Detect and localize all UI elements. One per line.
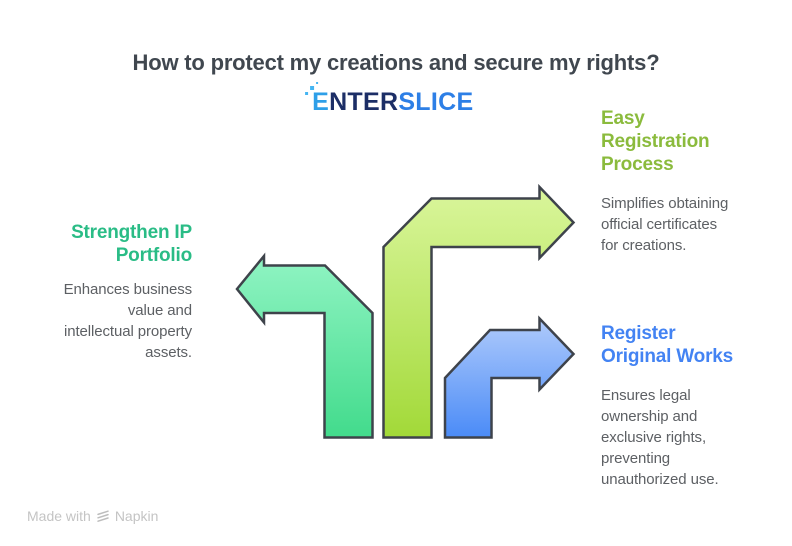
item-strengthen-ip-portfolio: Strengthen IP Portfolio Enhances busines…: [63, 221, 193, 363]
logo-pixel-accent: [305, 92, 309, 95]
item-heading: Strengthen IP Portfolio: [71, 222, 192, 266]
arrow-easy-registration: [382, 183, 576, 439]
item-body: Ensures legal ownership and exclusive ri…: [601, 387, 719, 488]
arrow-register-works: [443, 315, 576, 439]
napkin-brand-label: Napkin: [114, 508, 159, 524]
item-heading: Register Original Works: [601, 323, 733, 367]
item-easy-registration-process: Easy Registration Process Simplifies obt…: [601, 107, 728, 256]
made-with-napkin: Made with Napkin: [27, 508, 158, 524]
arrow-strengthen-ip: [235, 252, 374, 439]
logo-text-nter: NTER: [329, 88, 399, 116]
page-title: How to protect my creations and secure m…: [132, 50, 660, 75]
item-body: Simplifies obtaining official certificat…: [601, 195, 729, 254]
logo-pixel-accent: [310, 86, 315, 90]
logo-text-e: E: [312, 88, 330, 116]
logo-pixel-accent: [316, 82, 319, 84]
item-body: Enhances business value and intellectual…: [63, 281, 192, 361]
item-heading: Easy Registration Process: [601, 108, 710, 175]
enterslice-logo: ENTERSLICE: [305, 82, 474, 116]
napkin-icon: [97, 509, 109, 522]
logo-text-slice: SLICE: [398, 88, 474, 116]
item-register-original-works: Register Original Works Ensures legal ow…: [601, 322, 733, 490]
made-with-label: Made with: [27, 508, 91, 524]
